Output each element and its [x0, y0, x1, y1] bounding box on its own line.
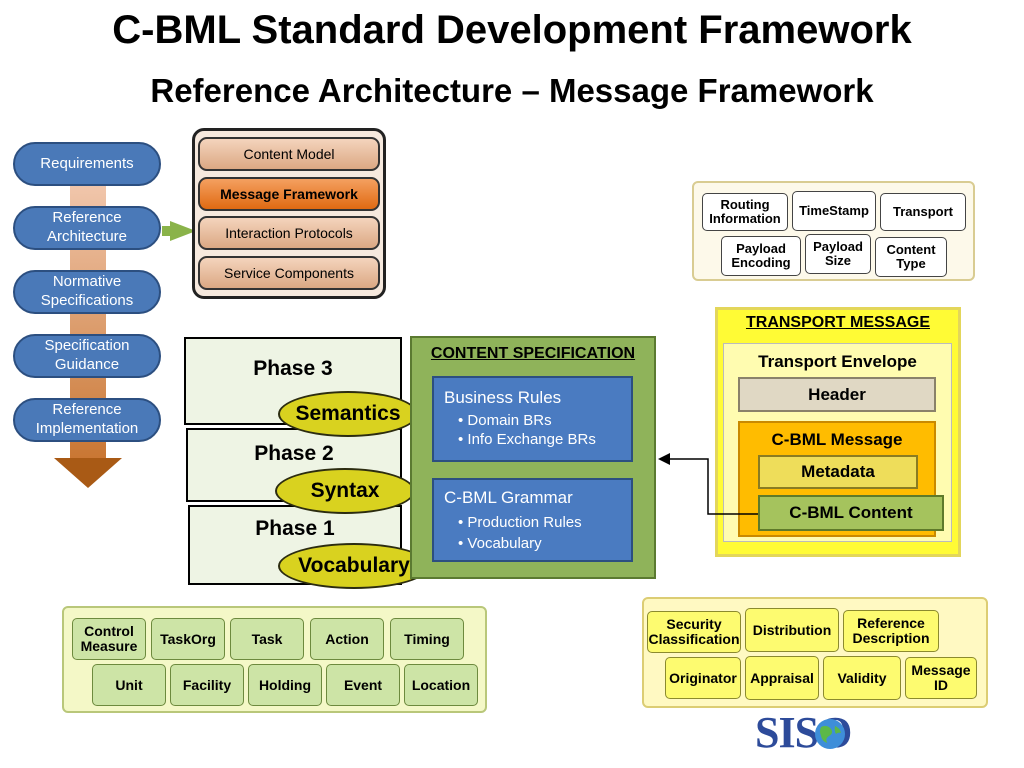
content-spec-title: CONTENT SPECIFICATION — [430, 345, 636, 362]
metadata-box: Metadata — [758, 455, 918, 489]
grammar-item: • Production Rules — [458, 514, 582, 531]
menu-item-service-components[interactable]: Service Components — [198, 256, 380, 290]
menu-item-interaction-protocols[interactable]: Interaction Protocols — [198, 216, 380, 250]
cbml-message-title: C-BML Message — [771, 430, 903, 449]
vocab-control-measure: Control Measure — [72, 618, 146, 660]
vocab-action: Action — [310, 618, 384, 660]
meta-reference-description: Reference Description — [843, 610, 939, 652]
business-rules-title: Business Rules — [444, 388, 562, 407]
siso-logo: SISO — [755, 706, 852, 758]
globe-icon — [815, 719, 846, 749]
field-transport: Transport — [880, 193, 966, 231]
vocab-unit: Unit — [92, 664, 166, 706]
meta-appraisal: Appraisal — [745, 656, 819, 700]
vocab-timing: Timing — [390, 618, 464, 660]
field-content-type: Content Type — [875, 237, 947, 277]
business-rules-box: Business Rules • Domain BRs • Info Excha… — [432, 376, 633, 462]
vocab-location: Location — [404, 664, 478, 706]
vocab-event: Event — [326, 664, 400, 706]
envelope-header: Header — [738, 377, 936, 412]
step-reference-implementation[interactable]: Reference Implementation — [13, 398, 161, 442]
menu-item-message-framework[interactable]: Message Framework — [198, 177, 380, 211]
field-payload-encoding: Payload Encoding — [721, 236, 801, 276]
step-normative-specifications[interactable]: Normative Specifications — [13, 270, 161, 314]
meta-security-classification: Security Classification — [647, 611, 741, 653]
layer-vocabulary: Vocabulary — [278, 543, 430, 589]
cbml-content-box: C-BML Content — [758, 495, 944, 531]
meta-distribution: Distribution — [745, 608, 839, 652]
grammar-item: • Vocabulary — [458, 535, 542, 552]
field-routing-information: Routing Information — [702, 193, 788, 231]
vocab-task: Task — [230, 618, 304, 660]
step-specification-guidance[interactable]: Specification Guidance — [13, 334, 161, 378]
vocab-facility: Facility — [170, 664, 244, 706]
business-rule-item: • Info Exchange BRs — [458, 431, 596, 448]
step-reference-architecture[interactable]: Reference Architecture — [13, 206, 161, 250]
field-timestamp: TimeStamp — [792, 191, 876, 231]
arrowhead-left-icon — [658, 453, 670, 465]
pointer-arrow-icon — [170, 221, 196, 241]
meta-originator: Originator — [665, 657, 741, 699]
menu-item-content-model[interactable]: Content Model — [198, 137, 380, 171]
page-subtitle: Reference Architecture – Message Framewo… — [150, 72, 874, 109]
business-rule-item: • Domain BRs — [458, 412, 552, 429]
meta-message-id: Message ID — [905, 657, 977, 699]
field-payload-size: Payload Size — [805, 234, 871, 274]
process-arrow-head-icon — [54, 458, 122, 488]
layer-syntax: Syntax — [275, 468, 415, 514]
meta-validity: Validity — [823, 656, 901, 700]
pointer-arrow-shaft — [162, 226, 176, 236]
connector-arrow — [658, 453, 758, 515]
transport-message-title: TRANSPORT MESSAGE — [745, 314, 930, 331]
vocab-taskorg: TaskOrg — [151, 618, 225, 660]
grammar-box: C-BML Grammar • Production Rules • Vocab… — [432, 478, 633, 562]
vocab-holding: Holding — [248, 664, 322, 706]
transport-envelope-title: Transport Envelope — [758, 352, 917, 371]
layer-semantics: Semantics — [278, 391, 418, 437]
step-requirements[interactable]: Requirements — [13, 142, 161, 186]
grammar-title: C-BML Grammar — [444, 488, 573, 507]
page-title: C-BML Standard Development Framework — [112, 8, 912, 52]
